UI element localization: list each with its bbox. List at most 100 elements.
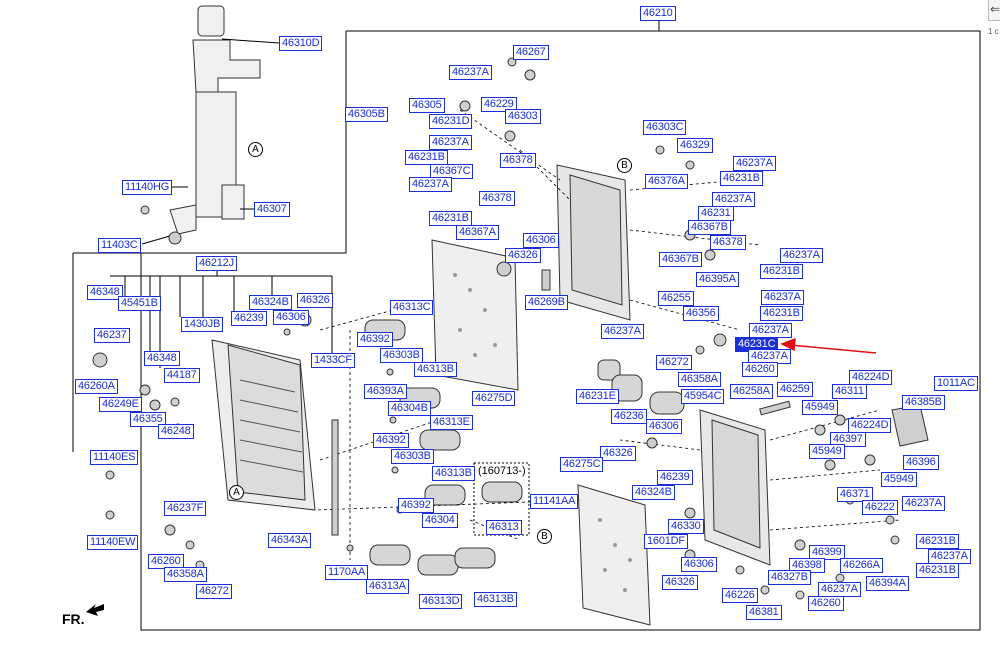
part-label[interactable]: 46324B (632, 485, 675, 500)
part-label[interactable]: 1430JB (181, 317, 224, 332)
part-label[interactable]: 46356 (683, 306, 719, 321)
part-label[interactable]: 46304B (388, 401, 431, 416)
part-label[interactable]: 46392 (373, 433, 409, 448)
part-label[interactable]: 46237A (733, 156, 776, 171)
part-label[interactable]: 46394A (866, 576, 909, 591)
back-button[interactable]: ⇐ (988, 0, 1000, 21)
part-label[interactable]: 46260 (808, 596, 844, 611)
part-label[interactable]: 11141AA (530, 494, 579, 509)
part-label[interactable]: 46310D (279, 36, 323, 51)
part-label[interactable]: 46396 (903, 455, 939, 470)
part-label[interactable]: 46229 (481, 97, 517, 112)
part-label[interactable]: 46378 (710, 235, 746, 250)
part-label[interactable]: 46212J (196, 256, 237, 271)
part-label[interactable]: 46231D (429, 114, 473, 129)
part-label[interactable]: 46327B (768, 570, 811, 585)
part-label[interactable]: 46255 (658, 291, 694, 306)
part-label-highlighted[interactable]: 46231C (735, 337, 779, 352)
part-label[interactable]: 46231 (698, 206, 734, 221)
part-label[interactable]: 46231B (429, 211, 472, 226)
part-label[interactable]: 11140ES (90, 450, 139, 465)
part-label[interactable]: 46326 (600, 446, 636, 461)
part-label[interactable]: 46226 (722, 588, 758, 603)
part-label[interactable]: 46303B (391, 449, 434, 464)
part-label[interactable]: 45451B (118, 296, 161, 311)
part-label[interactable]: 46272 (196, 584, 232, 599)
part-label[interactable]: 46326 (297, 293, 333, 308)
part-label[interactable]: 46231B (916, 563, 959, 578)
part-label[interactable]: 46237F (164, 501, 207, 516)
part-label[interactable]: 46260A (75, 379, 118, 394)
part-label[interactable]: 46367A (456, 225, 499, 240)
part-label[interactable]: 46237A (601, 324, 644, 339)
part-label[interactable]: 46303 (505, 109, 541, 124)
part-label[interactable]: 46269B (525, 295, 568, 310)
part-label[interactable]: 46378 (500, 153, 536, 168)
part-label[interactable]: 46397 (830, 432, 866, 447)
part-label[interactable]: 46371 (837, 487, 873, 502)
part-label[interactable]: 46385B (902, 395, 945, 410)
part-label[interactable]: 46275C (560, 457, 604, 472)
part-label[interactable]: 11403C (98, 238, 141, 253)
part-label[interactable]: 46231B (720, 171, 763, 186)
part-label[interactable]: 46376A (645, 174, 688, 189)
part-label[interactable]: 46304 (422, 513, 458, 528)
part-label[interactable]: 46306 (273, 310, 309, 325)
part-label[interactable]: 46358A (164, 567, 207, 582)
part-label[interactable]: 46260 (148, 554, 184, 569)
part-label[interactable]: 46305 (409, 98, 445, 113)
part-label[interactable]: 46210 (640, 6, 676, 21)
part-label[interactable]: 46237 (94, 328, 130, 343)
part-label[interactable]: 46367B (659, 252, 702, 267)
part-label[interactable]: 45949 (881, 472, 917, 487)
part-label[interactable]: 46231B (405, 150, 448, 165)
part-label[interactable]: 46224D (848, 418, 892, 433)
part-label[interactable]: 45954C (681, 389, 725, 404)
part-label[interactable]: 1011AC (934, 376, 978, 391)
part-label[interactable]: 46330 (668, 519, 704, 534)
part-label[interactable]: 1433CF (311, 353, 355, 368)
part-label[interactable]: 46348 (144, 351, 180, 366)
part-label[interactable]: 46313A (366, 579, 409, 594)
part-label[interactable]: 46248 (158, 424, 194, 439)
part-label[interactable]: 46392 (357, 332, 393, 347)
part-label[interactable]: 46381 (746, 605, 782, 620)
part-label[interactable]: 46237A (749, 323, 792, 338)
part-label[interactable]: 46237A (429, 135, 472, 150)
part-label[interactable]: 46313B (414, 362, 457, 377)
part-label[interactable]: 46313B (432, 466, 475, 481)
part-label[interactable]: 46326 (505, 248, 541, 263)
part-label[interactable]: 46231E (576, 389, 619, 404)
part-label[interactable]: 46239 (231, 311, 267, 326)
part-label[interactable]: 46395A (696, 272, 739, 287)
part-label[interactable]: 46267 (513, 45, 549, 60)
part-label[interactable]: 46343A (268, 533, 311, 548)
part-label[interactable]: 46258A (730, 384, 773, 399)
part-label[interactable]: 46313E (430, 415, 473, 430)
part-label[interactable]: 44187 (164, 368, 200, 383)
part-label[interactable]: 11140EW (87, 535, 139, 550)
part-label[interactable]: 46399 (809, 545, 845, 560)
part-label[interactable]: 11140HG (122, 180, 173, 195)
part-label[interactable]: 46305B (345, 107, 388, 122)
part-label[interactable]: 46313D (419, 594, 463, 609)
part-label[interactable]: 46231B (760, 264, 803, 279)
part-label[interactable]: 1170AA (325, 565, 369, 580)
part-label[interactable]: 46222 (862, 500, 898, 515)
part-label[interactable]: 46306 (681, 557, 717, 572)
part-label[interactable]: 46237A (818, 582, 861, 597)
part-label[interactable]: 46237A (761, 290, 804, 305)
part-label[interactable]: 46378 (479, 191, 515, 206)
part-label[interactable]: 46260 (742, 362, 778, 377)
part-label[interactable]: 46392 (398, 498, 434, 513)
part-label[interactable]: 46303B (380, 348, 423, 363)
part-label[interactable]: 46266A (840, 558, 883, 573)
part-label[interactable]: 46237A (780, 248, 823, 263)
part-label[interactable]: 46398 (789, 558, 825, 573)
part-label[interactable]: 46237A (902, 496, 945, 511)
part-label[interactable]: 46231B (916, 534, 959, 549)
part-label[interactable]: 45949 (802, 400, 838, 415)
part-label[interactable]: 46231B (760, 306, 803, 321)
part-label[interactable]: 46313C (390, 300, 434, 315)
part-label[interactable]: 46324B (249, 295, 292, 310)
